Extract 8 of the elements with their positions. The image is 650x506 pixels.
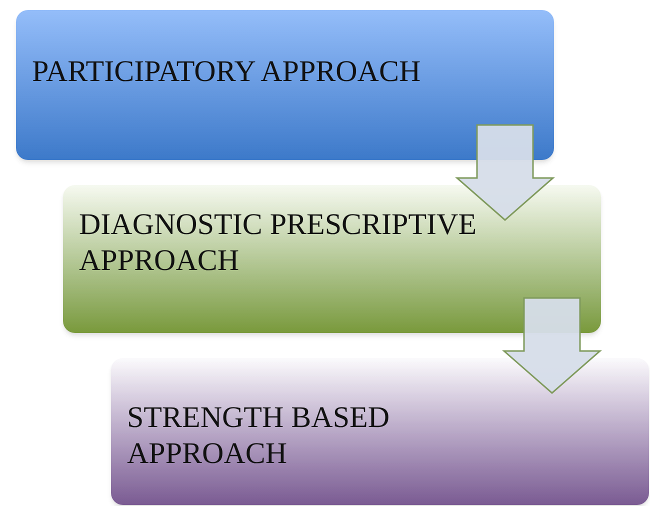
box-label: PARTICIPATORY APPROACH <box>32 54 422 90</box>
block-arrow <box>455 124 555 221</box>
block-arrow <box>502 297 602 394</box>
box-label: STRENGTH BASED APPROACH <box>127 400 391 472</box>
process-box <box>16 10 554 160</box>
process-box <box>111 358 649 505</box>
box-label: DIAGNOSTIC PRESCRIPTIVE APPROACH <box>79 207 478 279</box>
process-box <box>63 185 601 333</box>
